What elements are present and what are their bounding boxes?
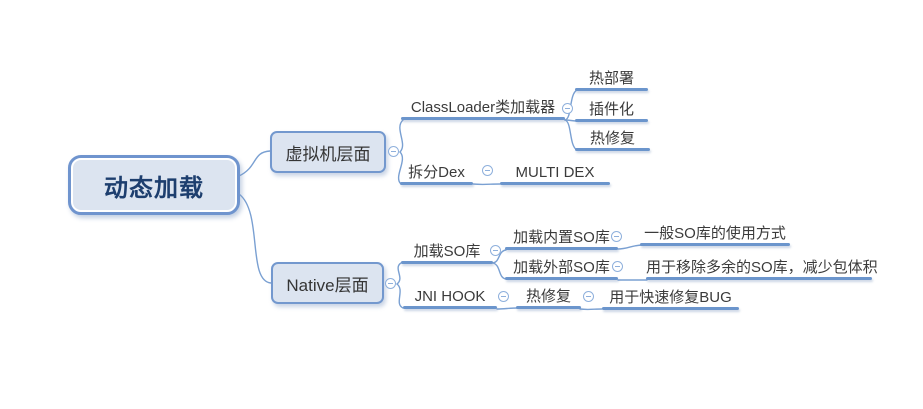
topic-load-internal-so[interactable]: 加载内置SO库 (505, 228, 618, 250)
minus-glyph (565, 108, 570, 109)
branch-topic-native[interactable]: Native层面 (271, 262, 384, 304)
minus-glyph (388, 283, 393, 284)
branch-topic-vm[interactable]: 虚拟机层面 (270, 131, 386, 173)
topic-load-external-so[interactable]: 加载外部SO库 (505, 258, 618, 280)
minus-glyph (586, 296, 591, 297)
collapse-icon-classloader[interactable] (562, 103, 573, 114)
branch-topic-vm-label: 虚拟机层面 (285, 144, 371, 164)
topic-load-so[interactable]: 加载SO库 (401, 242, 493, 264)
topic-split-dex[interactable]: 拆分Dex (400, 163, 473, 185)
topic-internal-so-note[interactable]: 一般SO库的使用方式 (640, 224, 790, 246)
topic-classloader[interactable]: ClassLoader类加载器 (401, 98, 565, 120)
collapse-icon-load-so[interactable] (490, 245, 501, 256)
connector-root-vm (238, 150, 271, 177)
collapse-icon-hotfix-native[interactable] (583, 291, 594, 302)
root-topic[interactable]: 动态加载 (68, 155, 240, 215)
root-topic-label: 动态加载 (73, 160, 235, 210)
connector-internal-note (617, 244, 644, 250)
branch-topic-native-label: Native层面 (286, 275, 369, 295)
topic-multi-dex[interactable]: MULTI DEX (500, 163, 610, 185)
topic-hotfix-vm[interactable]: 热修复 (575, 129, 650, 151)
collapse-icon-vm[interactable] (388, 146, 399, 157)
topic-hotfix-native[interactable]: 热修复 (516, 287, 581, 309)
minus-glyph (391, 151, 396, 152)
topic-jni-hook[interactable]: JNI HOOK (403, 287, 497, 309)
minus-glyph (615, 266, 620, 267)
connector-root-native (238, 193, 272, 284)
collapse-icon-split-dex[interactable] (482, 165, 493, 176)
minus-glyph (501, 296, 506, 297)
collapse-icon-jni-hook[interactable] (498, 291, 509, 302)
topic-hot-deploy[interactable]: 热部署 (575, 69, 648, 91)
collapse-icon-load-internal-so[interactable] (611, 231, 622, 242)
minus-glyph (485, 170, 490, 171)
collapse-icon-load-external-so[interactable] (612, 261, 623, 272)
topic-plugin[interactable]: 插件化 (575, 100, 648, 122)
topic-external-so-note[interactable]: 用于移除多余的SO库，减少包体积 (646, 259, 878, 280)
connector-native-loadso (396, 262, 402, 285)
connector-jnihook-hotfix (496, 307, 518, 310)
collapse-icon-native[interactable] (385, 278, 396, 289)
connector-vm-classloader (399, 119, 404, 153)
topic-native-hotfix-note[interactable]: 用于快速修复BUG (602, 288, 739, 310)
minus-glyph (614, 236, 619, 237)
minus-glyph (493, 250, 498, 251)
